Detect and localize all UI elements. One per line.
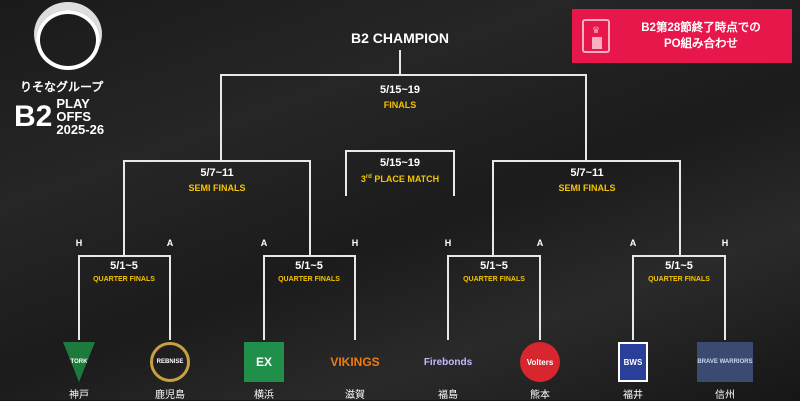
champion-title: B2 CHAMPION <box>350 30 450 46</box>
team-logo: EX <box>244 342 284 382</box>
home-away-label: A <box>629 238 637 248</box>
team-logo: BRAVE WARRIORS <box>697 342 753 382</box>
team-logo: BWS <box>618 342 648 382</box>
flame-ball-icon <box>36 10 100 70</box>
team-kagoshima[interactable]: REBNISE 鹿児島 <box>140 342 200 401</box>
b2-text: B2 <box>14 99 53 133</box>
third-label: 3rd PLACE MATCH <box>361 174 439 184</box>
banner-line1: B2第28節終了時点での <box>641 22 761 34</box>
team-fukushima[interactable]: Firebonds 福島 <box>418 342 478 401</box>
banner-line2: PO組み合わせ <box>663 38 739 50</box>
home-away-label: A <box>260 238 268 248</box>
quarter-label: QUARTER FINALS <box>93 276 155 283</box>
team-shiga[interactable]: VIKINGS 滋賀 <box>320 342 390 401</box>
third-label-pre: 3 <box>360 174 366 184</box>
quarter-label: QUARTER FINALS <box>463 276 525 283</box>
quarter-label: QUARTER FINALS <box>648 276 710 283</box>
sponsor-text: りそなグループ <box>20 80 104 94</box>
team-kumamoto[interactable]: Volters 熊本 <box>510 342 570 401</box>
home-away-label: H <box>351 238 359 248</box>
semi-label: SEMI FINALS <box>558 183 616 193</box>
semi-date: 5/7~11 <box>570 167 604 179</box>
team-name: 福島 <box>438 390 458 401</box>
team-name: 熊本 <box>530 390 550 401</box>
home-away-label: H <box>444 238 452 248</box>
team-name: 信州 <box>715 390 735 401</box>
quarter-date: 5/1~5 <box>665 260 693 272</box>
team-yokohama[interactable]: EX 横浜 <box>234 342 294 401</box>
team-name: 福井 <box>623 390 643 401</box>
season-text: 2025-26 <box>56 122 105 137</box>
team-logo: Firebonds <box>423 356 473 368</box>
team-name: 神戸 <box>69 390 89 401</box>
team-fukui[interactable]: BWS 福井 <box>603 342 663 401</box>
team-name: 鹿児島 <box>155 390 185 401</box>
team-shinshu[interactable]: BRAVE WARRIORS 信州 <box>695 342 755 401</box>
team-kobe[interactable]: STORKS 神戸 <box>49 342 109 401</box>
quarter-label: QUARTER FINALS <box>278 276 340 283</box>
third-date: 5/15~19 <box>379 157 421 169</box>
quarter-date: 5/1~5 <box>480 260 508 272</box>
quarter-date: 5/1~5 <box>110 260 138 272</box>
semi-label: SEMI FINALS <box>188 183 246 193</box>
b2-playoffs-logo: りそなグループ B2 PLAY OFFS 2025-26 <box>14 10 124 136</box>
home-away-label: H <box>75 238 83 248</box>
team-logo: STORKS <box>63 342 95 382</box>
team-name: 横浜 <box>254 390 274 401</box>
semi-date: 5/7~11 <box>200 167 234 179</box>
po-matchup-banner[interactable]: ♛ B2第28節終了時点での PO組み合わせ <box>572 9 792 63</box>
trophy-hoop-icon: ♛ <box>582 19 610 53</box>
home-away-label: A <box>536 238 544 248</box>
home-away-label: H <box>721 238 729 248</box>
team-name: 滋賀 <box>345 390 365 401</box>
home-away-label: A <box>166 238 174 248</box>
team-logo: VIKINGS <box>330 355 380 369</box>
quarter-date: 5/1~5 <box>295 260 323 272</box>
playoffs-text: PLAY OFFS <box>56 96 92 124</box>
finals-date: 5/15~19 <box>379 84 421 96</box>
finals-label: FINALS <box>383 100 417 110</box>
team-logo: Volters <box>520 342 560 382</box>
team-logo: REBNISE <box>150 342 190 382</box>
third-label-post: PLACE MATCH <box>371 174 440 184</box>
third-label-sup: rd <box>365 174 372 180</box>
